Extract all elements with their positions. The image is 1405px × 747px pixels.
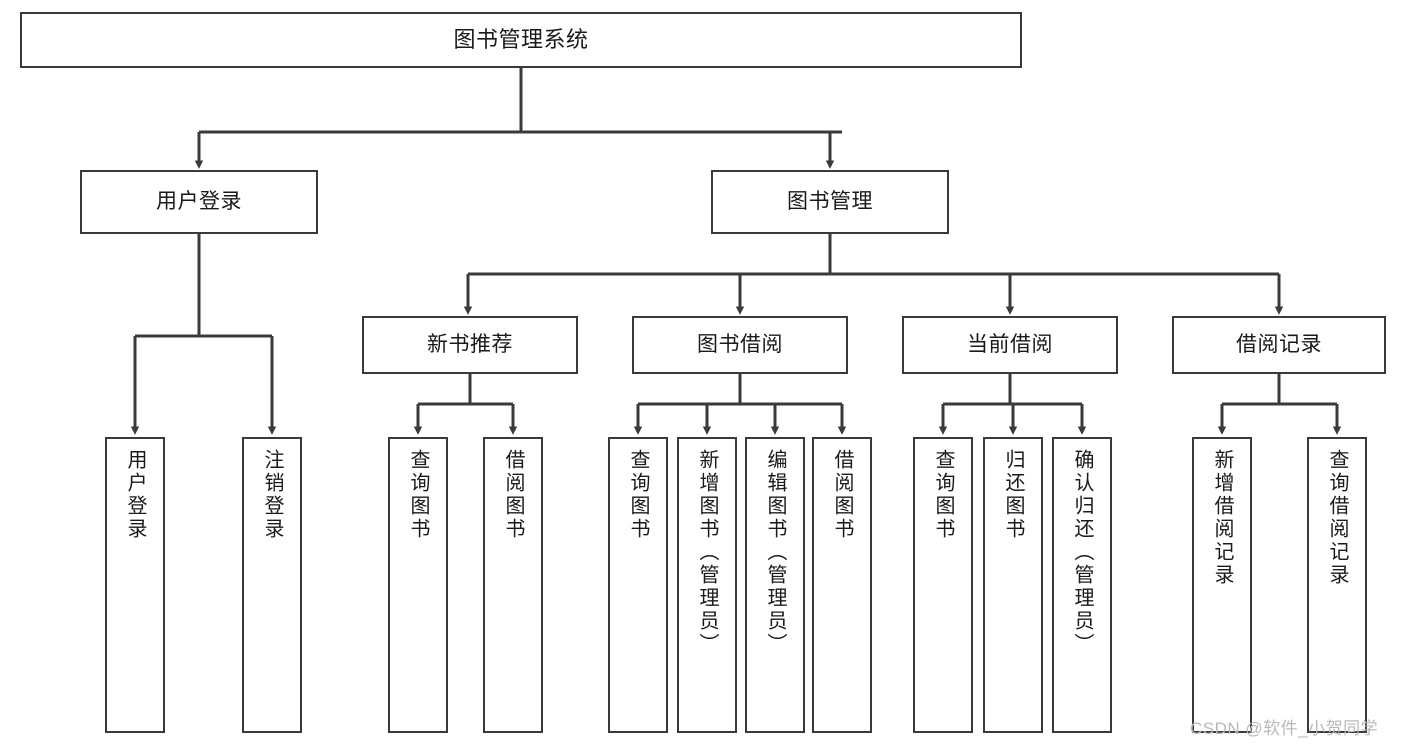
node-label: 借阅图书	[502, 449, 524, 541]
node-label: 图书借阅	[697, 332, 783, 356]
leaf-book-borrow-edit[interactable]: 编辑图书（管理员）	[745, 437, 805, 733]
node-root-system[interactable]: 图书管理系统	[20, 12, 1022, 68]
node-label: 当前借阅	[967, 332, 1053, 356]
leaf-current-borrow-query[interactable]: 查询图书	[913, 437, 973, 733]
leaf-user-login-signin[interactable]: 用户登录	[105, 437, 165, 733]
node-book-borrow[interactable]: 图书借阅	[632, 316, 848, 374]
node-label: 编辑图书（管理员）	[764, 449, 786, 656]
node-label: 新增借阅记录	[1211, 449, 1233, 587]
node-book-management[interactable]: 图书管理	[711, 170, 949, 234]
node-label: 用户登录	[124, 449, 146, 541]
node-label: 确认归还（管理员）	[1071, 449, 1093, 656]
node-label: 查询图书	[627, 449, 649, 541]
node-label: 新书推荐	[427, 332, 513, 356]
node-new-book-recommend[interactable]: 新书推荐	[362, 316, 578, 374]
node-user-login[interactable]: 用户登录	[80, 170, 318, 234]
node-label: 查询图书	[407, 449, 429, 541]
leaf-current-borrow-return[interactable]: 归还图书	[983, 437, 1043, 733]
leaf-borrow-record-add[interactable]: 新增借阅记录	[1192, 437, 1252, 733]
leaf-current-borrow-confirm-return[interactable]: 确认归还（管理员）	[1052, 437, 1112, 733]
node-label: 查询借阅记录	[1326, 449, 1348, 587]
node-label: 新增图书（管理员）	[696, 449, 718, 656]
node-label: 借阅图书	[831, 449, 853, 541]
leaf-book-borrow-lend[interactable]: 借阅图书	[812, 437, 872, 733]
node-borrow-record[interactable]: 借阅记录	[1172, 316, 1386, 374]
leaf-new-book-query[interactable]: 查询图书	[388, 437, 448, 733]
node-current-borrow[interactable]: 当前借阅	[902, 316, 1118, 374]
node-label: 借阅记录	[1236, 332, 1322, 356]
node-label: 图书管理	[787, 189, 873, 213]
node-label: 归还图书	[1002, 449, 1024, 541]
node-label: 用户登录	[156, 189, 242, 213]
node-label: 查询图书	[932, 449, 954, 541]
leaf-book-borrow-add[interactable]: 新增图书（管理员）	[677, 437, 737, 733]
leaf-user-login-signout[interactable]: 注销登录	[242, 437, 302, 733]
csdn-watermark: CSDN @软件_小贺同学	[1190, 719, 1379, 738]
leaf-new-book-borrow[interactable]: 借阅图书	[483, 437, 543, 733]
node-label: 图书管理系统	[453, 27, 589, 53]
node-label: 注销登录	[261, 449, 283, 541]
leaf-book-borrow-query[interactable]: 查询图书	[608, 437, 668, 733]
leaf-borrow-record-query[interactable]: 查询借阅记录	[1307, 437, 1367, 733]
